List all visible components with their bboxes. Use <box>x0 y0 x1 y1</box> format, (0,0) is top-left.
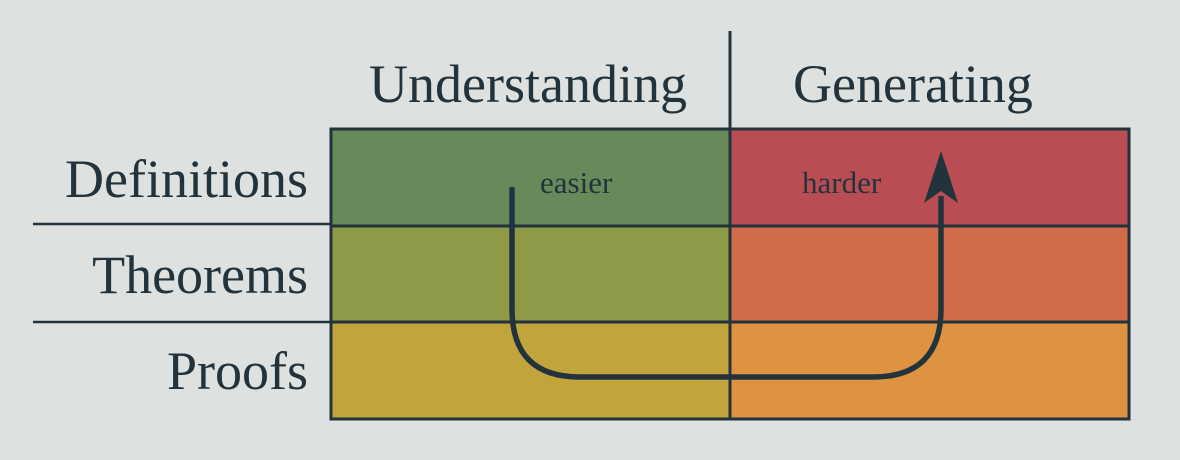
arrowhead-icon <box>924 151 958 203</box>
cell-definitions-generating <box>730 129 1129 226</box>
cell-theorems-generating <box>730 226 1129 322</box>
column-header-generating: Generating <box>793 54 1033 114</box>
matrix-grid-lines <box>329 127 1131 421</box>
cell-proofs-generating <box>730 322 1129 419</box>
row-label-proofs: Proofs <box>167 341 308 401</box>
row-label-definitions: Definitions <box>65 149 308 209</box>
easier-label: easier <box>540 165 613 200</box>
easier-to-harder-arrow-path <box>509 187 944 380</box>
cell-definitions-understanding <box>331 129 730 226</box>
cell-theorems-understanding <box>331 226 730 322</box>
harder-label: harder <box>802 165 882 200</box>
row-label-theorems: Theorems <box>92 245 308 305</box>
column-header-understanding: Understanding <box>369 54 687 114</box>
cell-proofs-understanding <box>331 322 730 419</box>
